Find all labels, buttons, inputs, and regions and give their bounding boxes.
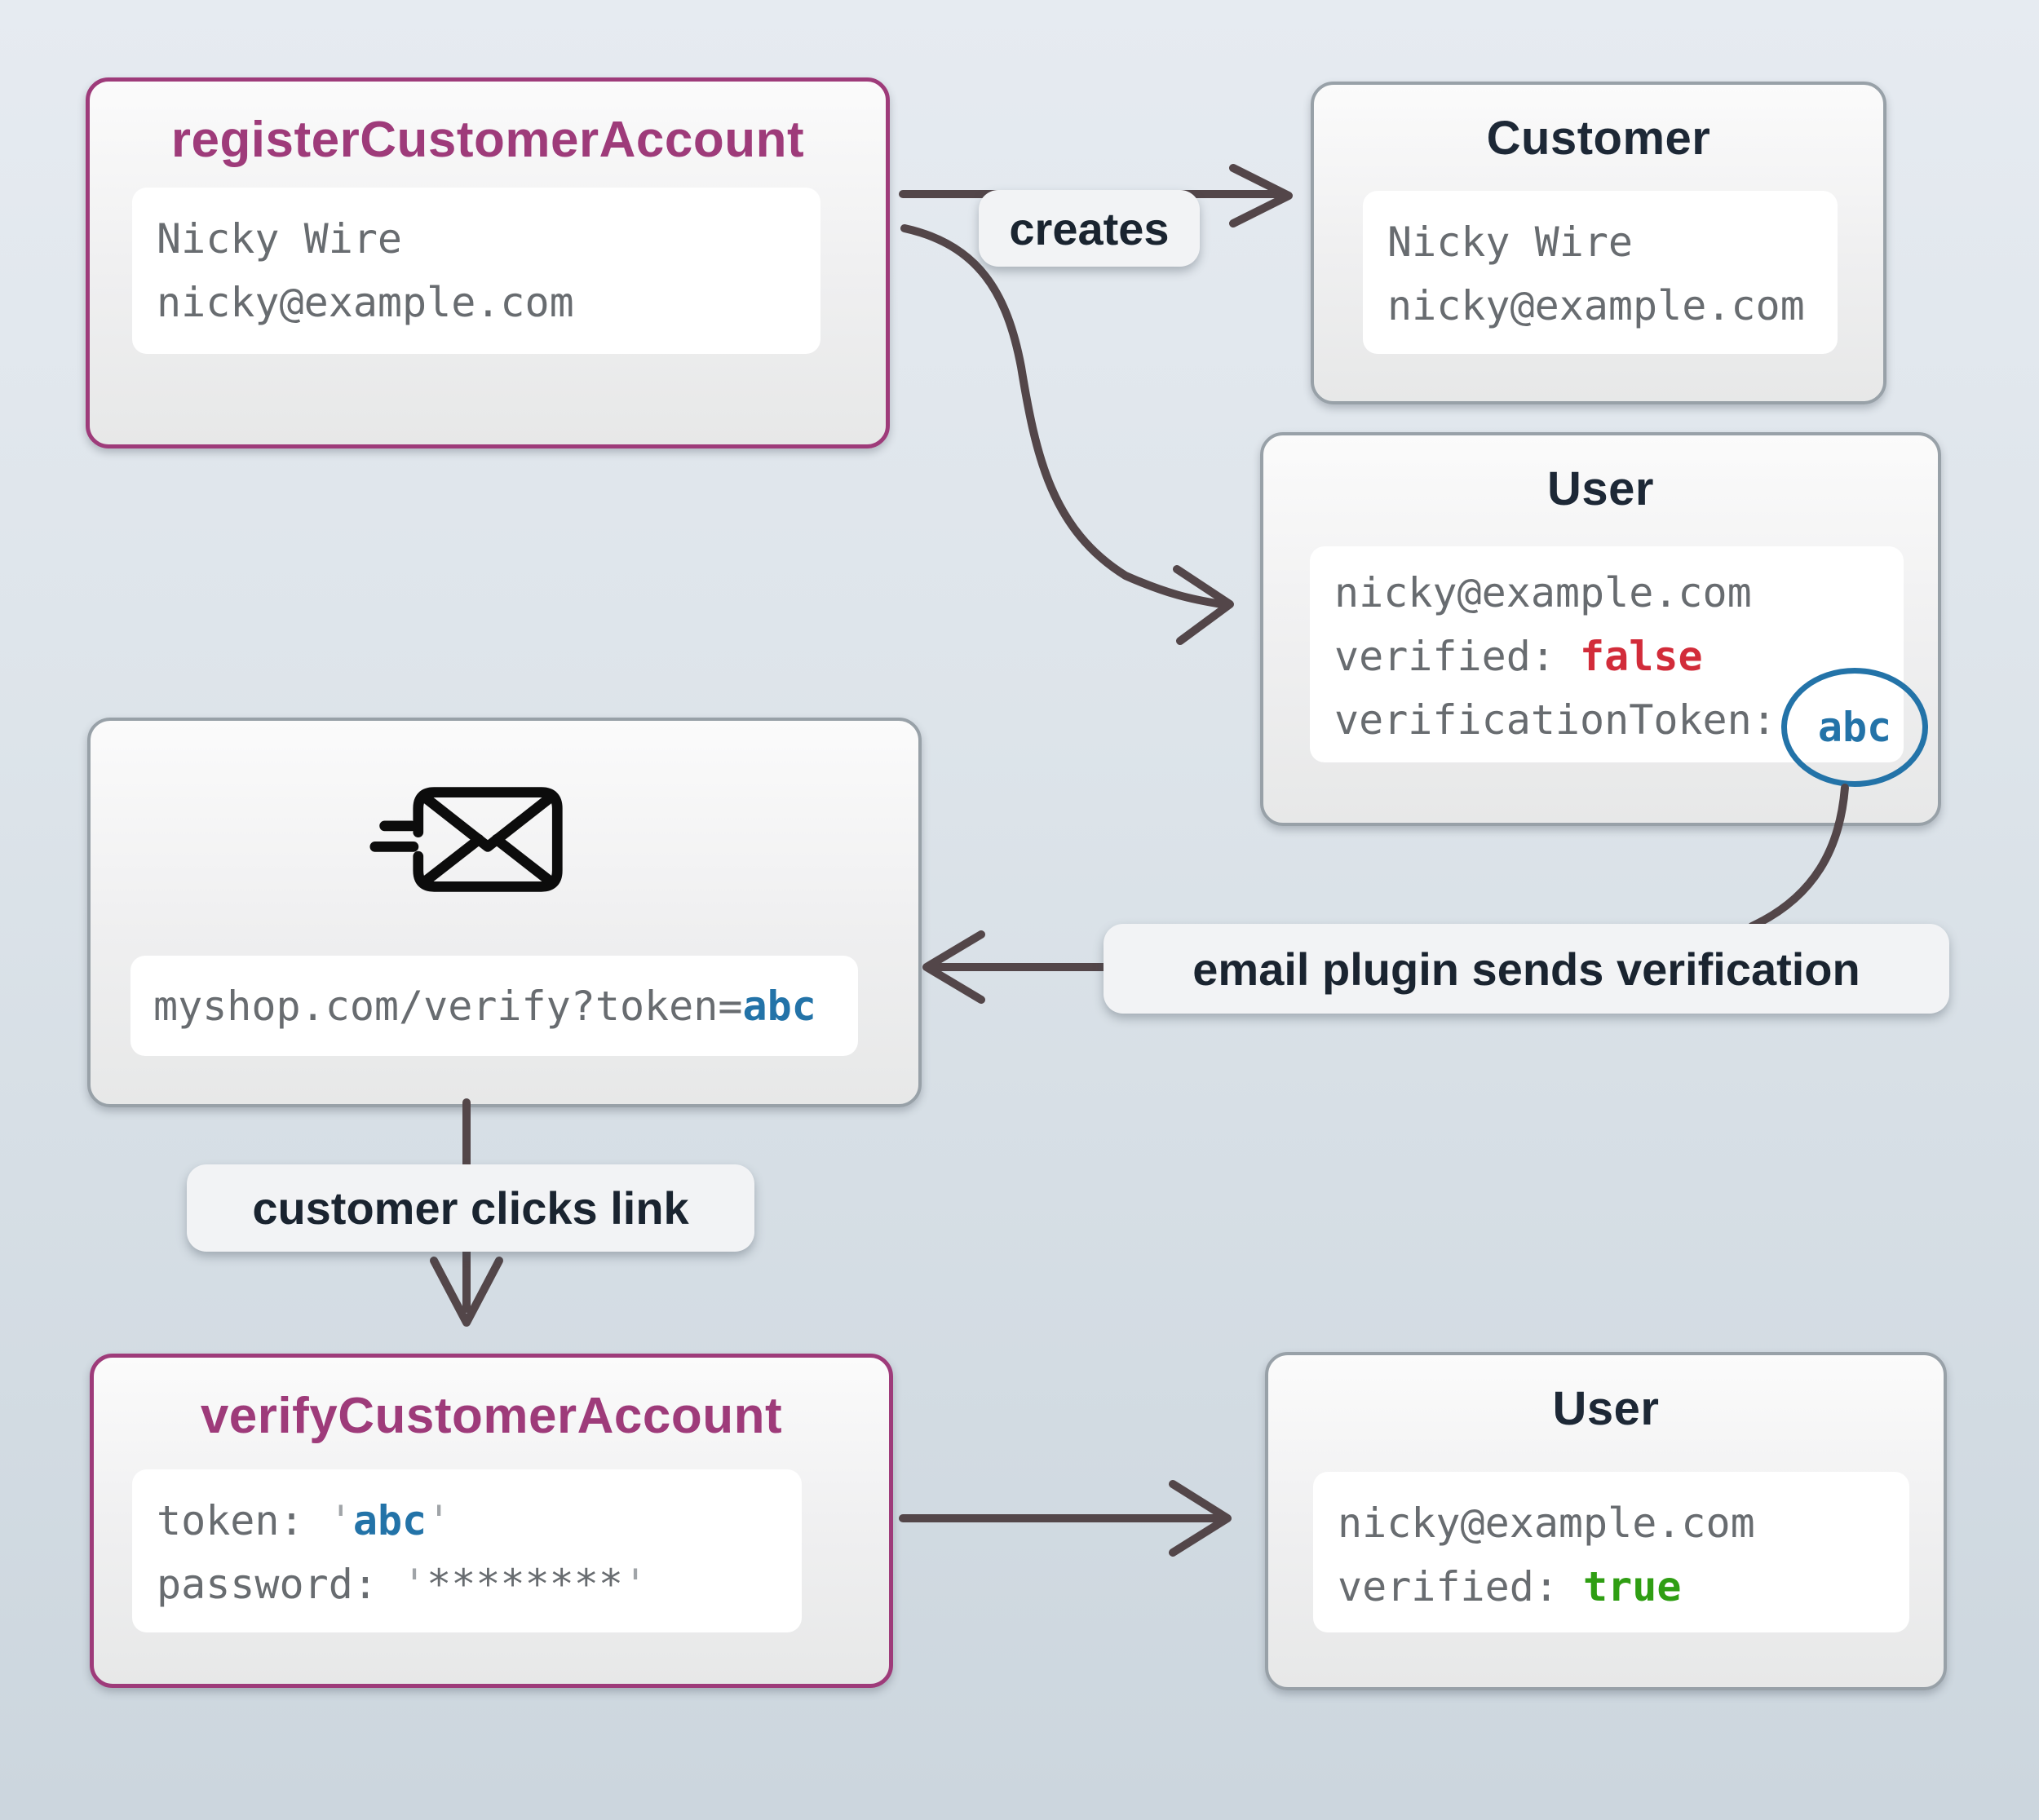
verification-url-token: abc: [742, 982, 816, 1030]
verify-token-value: abc: [352, 1497, 427, 1544]
verified-false-value: false: [1580, 633, 1703, 680]
register-to-user-arrow-head: [1173, 565, 1234, 645]
register-email: nicky@example.com: [157, 279, 574, 326]
user-box-unverified: User nicky@example.com verified: false v…: [1260, 432, 1941, 826]
user-top-token-line: verificationToken:: [1334, 696, 1776, 744]
user-bottom-payload-card: nicky@example.com verified: true: [1313, 1472, 1909, 1632]
register-box-title: registerCustomerAccount: [170, 112, 805, 168]
verify-payload-card: token: 'abc' password: '********': [132, 1469, 802, 1632]
user-top-payload-card: nicky@example.com verified: false verifi…: [1310, 546, 1928, 787]
email-plugin-sends-verification-label: email plugin sends verification: [1104, 924, 1949, 1014]
customer-clicks-arrow-head: [430, 1257, 503, 1327]
creates-label: creates: [979, 190, 1200, 267]
user-top-email: nicky@example.com: [1334, 569, 1752, 616]
customer-box: Customer Nicky Wire nicky@example.com: [1311, 82, 1886, 404]
register-payload-card: Nicky Wire nicky@example.com: [132, 188, 820, 354]
register-customer-account-box: registerCustomerAccount Nicky Wire nicky…: [86, 77, 890, 448]
customer-clicks-link-label: customer clicks link: [187, 1164, 754, 1252]
creates-arrow-head: [1229, 164, 1293, 228]
verification-email-box: myshop.com/verify?token=abc: [87, 718, 922, 1107]
customer-payload-card: Nicky Wire nicky@example.com: [1363, 191, 1838, 354]
verified-true-value: true: [1583, 1563, 1682, 1610]
user-bottom-verified-line: verified: true: [1338, 1563, 1682, 1610]
user-box-verified: User nicky@example.com verified: true: [1265, 1352, 1947, 1690]
user-top-verified-line: verified: false: [1334, 633, 1703, 680]
verify-password-value: ********: [427, 1561, 623, 1608]
register-to-user-arrow: [900, 224, 1226, 608]
verify-token-line: token: 'abc': [157, 1497, 452, 1544]
verification-url: myshop.com/verify?token=abc: [153, 982, 816, 1030]
customer-name: Nicky Wire: [1387, 219, 1634, 266]
register-name: Nicky Wire: [157, 215, 403, 263]
user-bottom-box-title: User: [1552, 1382, 1660, 1435]
verify-customer-account-box: verifyCustomerAccount token: 'abc' passw…: [90, 1354, 893, 1688]
user-bottom-email: nicky@example.com: [1338, 1500, 1755, 1547]
send-email-icon: [369, 787, 563, 892]
verify-password-line: password: '********': [157, 1561, 648, 1608]
verification-url-card: myshop.com/verify?token=abc: [130, 956, 858, 1056]
customer-box-title: Customer: [1486, 112, 1711, 165]
user-top-box-title: User: [1547, 462, 1654, 515]
verification-token-value: abc: [1817, 704, 1892, 751]
email-plugin-arrow-head: [922, 930, 985, 1004]
verify-to-user-arrow-head: [1169, 1480, 1232, 1557]
customer-email: nicky@example.com: [1387, 282, 1805, 329]
verify-box-title: verifyCustomerAccount: [200, 1388, 783, 1444]
verification-token-circle: abc: [1781, 668, 1928, 787]
